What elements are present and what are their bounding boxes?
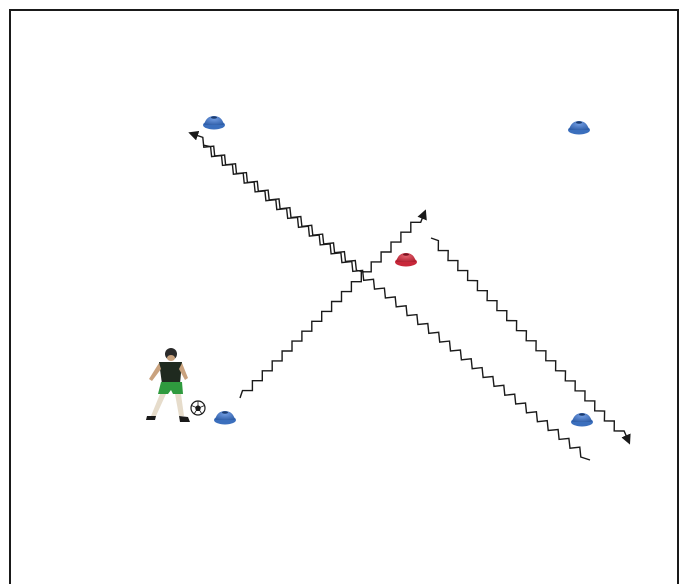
soccer-ball-icon: [191, 401, 205, 415]
field-border: [10, 10, 678, 584]
